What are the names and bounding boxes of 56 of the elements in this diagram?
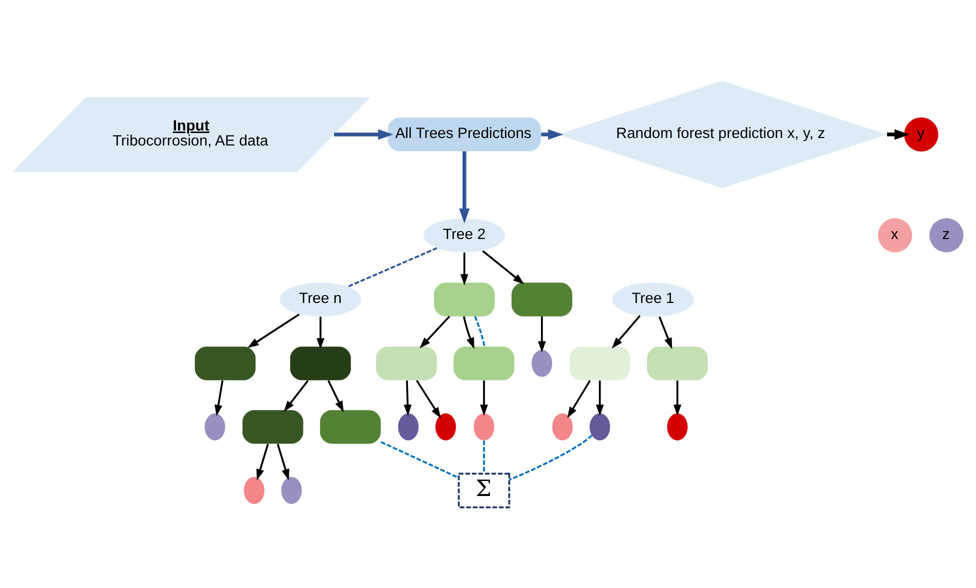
node-ellipse: Tree 1 [612,282,694,317]
node-box [290,346,351,380]
arrow [596,380,604,416]
node-box [569,346,630,380]
node-circle [435,413,456,440]
arrow [416,380,441,418]
arrow [460,252,468,286]
arrow [482,250,524,284]
node-box [512,282,572,316]
connector [474,316,486,347]
node-box: Σ [458,472,510,508]
node-circle: x [878,218,912,252]
arrow [316,316,324,350]
node-circle: z [929,218,964,252]
arrow [567,380,591,418]
connector [483,440,485,474]
arrow [404,380,412,416]
node-box [647,346,708,380]
connector [348,247,438,288]
arrow [462,316,474,349]
connector [380,441,459,479]
arrow [420,316,450,348]
arrow [538,316,546,352]
node-circle [244,476,264,504]
node-circle [552,413,573,440]
arrow [459,151,470,224]
node-circle [474,413,494,440]
node-ellipse: Tree n [280,282,362,317]
node-circle: y [904,117,938,152]
node-box [320,410,381,444]
node-circle [532,350,552,377]
node-box [376,346,437,380]
node-circle [398,413,419,440]
node-circle [590,413,610,440]
node-circle [667,413,688,440]
arrow [612,315,641,349]
arrow [673,380,682,416]
arrow [480,380,488,416]
arrow [334,129,394,140]
arrow [256,444,269,480]
node-circle [204,413,226,440]
node-circle [281,476,302,504]
connector [508,434,592,481]
arrow [328,380,344,412]
node-box [194,346,256,380]
node-box [242,410,304,444]
arrow [276,444,290,480]
arrow [887,129,910,140]
node-ellipse: Tree 2 [424,218,506,252]
arrow [214,380,224,416]
arrow [284,380,309,412]
arrow [248,314,300,348]
node-box: All Trees Predictions [388,118,541,152]
arrow [658,316,672,350]
node-box [434,282,495,316]
node-box [454,346,514,380]
